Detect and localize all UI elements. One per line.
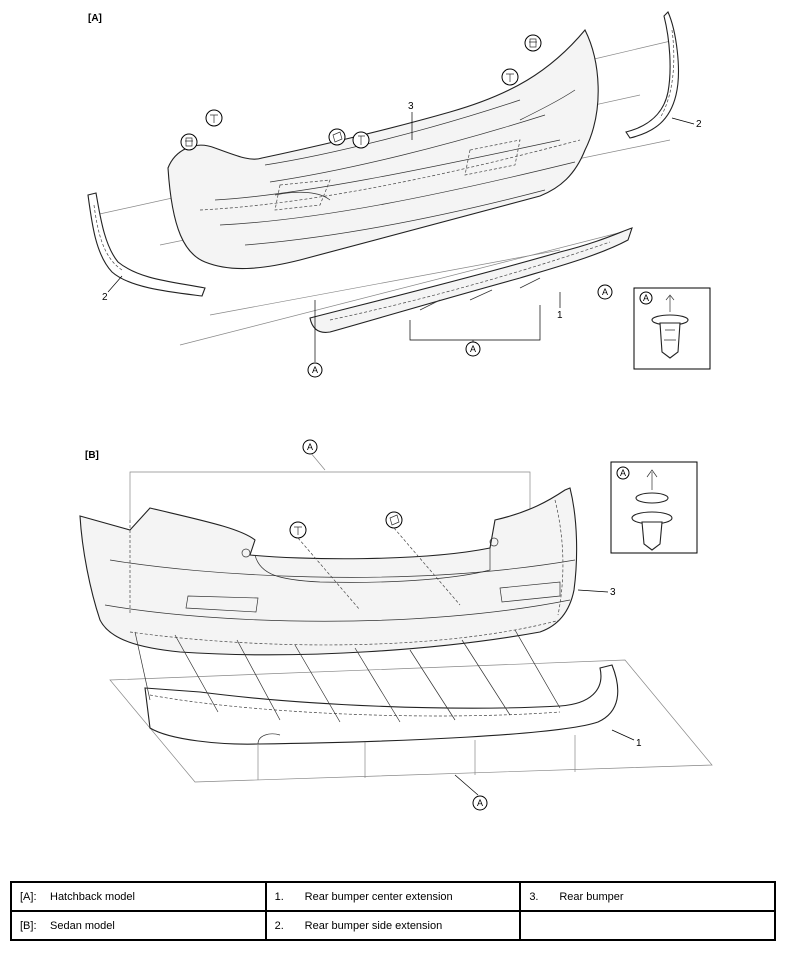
legend-text: Rear bumper side extension [304,919,443,932]
callout-1-a: 1 [557,310,563,321]
arrow-up-icon [665,294,675,312]
legend-text: Hatchback model [50,890,135,903]
legend-key: [B]: [20,919,37,932]
legend-key: [A]: [20,890,37,903]
section-b-callouts: 3 1 A [454,587,642,811]
legend-text: Rear bumper [559,890,624,903]
callout-2-a-right: 2 [696,119,702,130]
callout-3-b: 3 [610,587,616,598]
callout-2-a-left: 2 [102,292,108,303]
clip-icons-section-b [289,511,461,611]
clip-detail-box-b: A [610,461,698,554]
clip-marker-a1: A [312,365,318,375]
clip-marker-circle [597,284,613,300]
legend-cell: [B]: Sedan model [10,910,267,941]
clip-icon [352,131,370,149]
clip-icon [328,128,346,146]
clip-icons-section-a [180,34,542,151]
clip-icon [501,68,519,86]
clip-detail-marker-a: A [643,293,649,303]
clip-icon [385,511,403,529]
legend-cell: [A]: Hatchback model [10,881,267,912]
legend-cell [519,910,776,941]
callout-1-b: 1 [636,738,642,749]
legend-key: 1. [274,890,284,903]
bumper-exploded-diagram: [A] [79,11,713,811]
clip-marker-circle [307,362,323,378]
legend-key: 2. [274,919,284,932]
rear-bumper-side-extension-left [87,192,206,297]
legend-cell: 2. Rear bumper side extension [264,910,522,941]
clip-marker-b1: A [307,442,313,452]
clip-marker-b2: A [477,798,483,808]
legend-cell: 3. Rear bumper [519,881,776,912]
legend-key: 3. [529,890,539,903]
rear-bumper-hatchback [167,29,599,270]
section-a-callouts: 3 2 2 1 A A A [102,101,702,378]
clip-icon [524,34,542,52]
clip-icon [205,109,223,127]
legend-row: [A]: Hatchback model 1. Rear bumper center… [10,881,776,912]
clip-detail-box-a: A [633,287,711,370]
clip-icon [180,133,198,151]
section-a-label: [A] [88,13,102,24]
rear-bumper-sedan [79,487,578,656]
callout-3-a: 3 [408,101,414,112]
rear-bumper-center-extension-hatchback [309,227,633,333]
legend-cell: 1. Rear bumper center extension [264,881,522,912]
clip-marker-a2: A [470,344,476,354]
rear-bumper-side-extension-right [625,11,679,139]
legend-text: Sedan model [50,919,115,932]
clip-detail-marker-b: A [620,468,626,478]
clip-marker-circle [465,341,481,357]
legend-row: [B]: Sedan model 2. Rear bumper side exten… [10,910,776,941]
legend-text: Rear bumper center extension [304,890,453,903]
section-b-label: [B] [85,450,99,461]
legend-table: [A]: Hatchback model 1. Rear bumper center… [10,881,776,941]
clip-marker-a3: A [602,287,608,297]
clip-icon [289,521,307,539]
arrow-up-icon [646,469,658,490]
rear-bumper-center-extension-sedan [109,629,713,783]
